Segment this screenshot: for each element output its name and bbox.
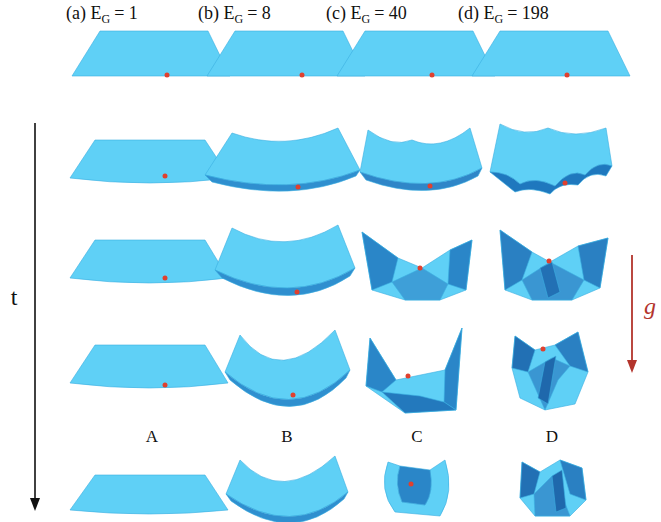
panel-label: = 8 xyxy=(247,3,271,23)
panel-label: (d) E xyxy=(458,3,494,23)
panel-label: (c) E xyxy=(326,3,361,23)
snapshot-letter: D xyxy=(546,428,558,447)
time-axis-label: t xyxy=(11,284,18,310)
panel-label: (b) E xyxy=(198,3,234,23)
panel-label: = 40 xyxy=(374,3,407,23)
gravity-label: g xyxy=(644,293,656,319)
panel-label: = 1 xyxy=(114,3,138,23)
snapshot-letter: B xyxy=(281,428,292,447)
panel-label: = 198 xyxy=(507,3,549,23)
panel-header: (c) EG = 40 xyxy=(326,4,407,24)
panel-header: (b) EG = 8 xyxy=(198,4,271,24)
subscript: G xyxy=(234,12,243,26)
subscript: G xyxy=(101,12,110,26)
snapshot-letter: A xyxy=(146,428,158,447)
panel-label: (a) E xyxy=(66,3,101,23)
subscript: G xyxy=(494,12,503,26)
snapshot-letter: C xyxy=(411,428,422,447)
subscript: G xyxy=(361,12,370,26)
panel-header: (a) EG = 1 xyxy=(66,4,138,24)
panel-header: (d) EG = 198 xyxy=(458,4,549,24)
